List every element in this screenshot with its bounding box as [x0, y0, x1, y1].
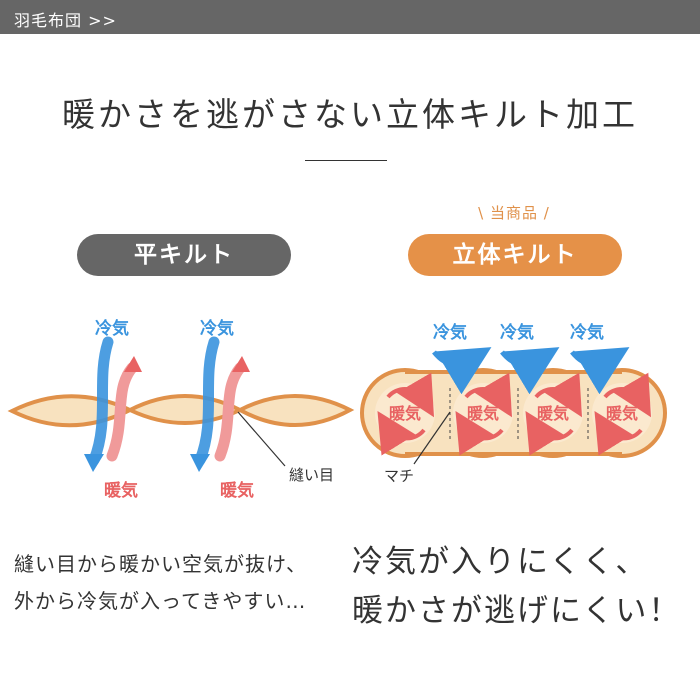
flat-warm-label-1: 暖気 [104, 481, 138, 501]
gusset-desc-line-2: 暖かさが逃げにくい！ [352, 593, 682, 629]
gusset-desc-line-1: 冷気が入りにくく、 [352, 544, 649, 580]
seam-pointer [237, 411, 286, 467]
flat-cold-arrow-2 [194, 336, 220, 466]
cold-deflect-arrows [432, 347, 630, 395]
breadcrumb[interactable]: 羽毛布団 >> [14, 11, 117, 30]
flat-desc-line-2: 外から冷気が入ってきやすい… [14, 589, 307, 613]
flat-warm-arrowhead-1 [124, 356, 142, 372]
flat-warm-arrow-1 [106, 362, 138, 462]
gusset-quilt-label: 立体キルト [408, 234, 622, 276]
flat-quilt-label: 平キルト [77, 234, 291, 276]
header-bar: 羽毛布団 >> [0, 0, 700, 34]
flat-cold-arrow-1 [88, 336, 114, 466]
cell-warm-label-2: 暖気 [467, 404, 499, 423]
gusset-label: マチ [384, 467, 415, 485]
page-title: 暖かさを逃がさない立体キルト加工 [62, 95, 638, 134]
cell-warm-label-1: 暖気 [389, 404, 421, 423]
flat-desc-line-1: 縫い目から暖かい空気が抜け、 [14, 552, 307, 576]
flat-quilt-description: 縫い目から暖かい空気が抜け、 外から冷気が入ってきやすい… [14, 546, 307, 620]
flat-cold-arrowhead-1 [84, 454, 104, 472]
flat-cold-label-1: 冷気 [95, 319, 129, 339]
seam-label: 縫い目 [289, 466, 335, 484]
cell-warm-label-3: 暖気 [537, 404, 569, 423]
title-divider [305, 160, 387, 161]
quilt-diagram: 暖気 暖気 暖気 暖気 [7, 336, 667, 472]
gusset-pointer [413, 411, 451, 465]
this-product-note: \ 当商品 / [478, 204, 550, 222]
gusset-quilt-description: 冷気が入りにくく、 暖かさが逃げにくい！ [352, 538, 681, 636]
flat-warm-label-2: 暖気 [220, 481, 254, 501]
cell-warm-label-4: 暖気 [606, 404, 638, 423]
flat-warm-arrow-2 [214, 362, 246, 462]
flat-quilt-shape [7, 394, 355, 428]
gusset-cold-label-2: 冷気 [500, 323, 534, 343]
flat-cold-arrowhead-2 [190, 454, 210, 472]
flat-cold-label-2: 冷気 [200, 319, 234, 339]
gusset-cold-label-3: 冷気 [570, 323, 604, 343]
gusset-cold-label-1: 冷気 [433, 323, 467, 343]
flat-warm-arrowhead-2 [232, 356, 250, 372]
